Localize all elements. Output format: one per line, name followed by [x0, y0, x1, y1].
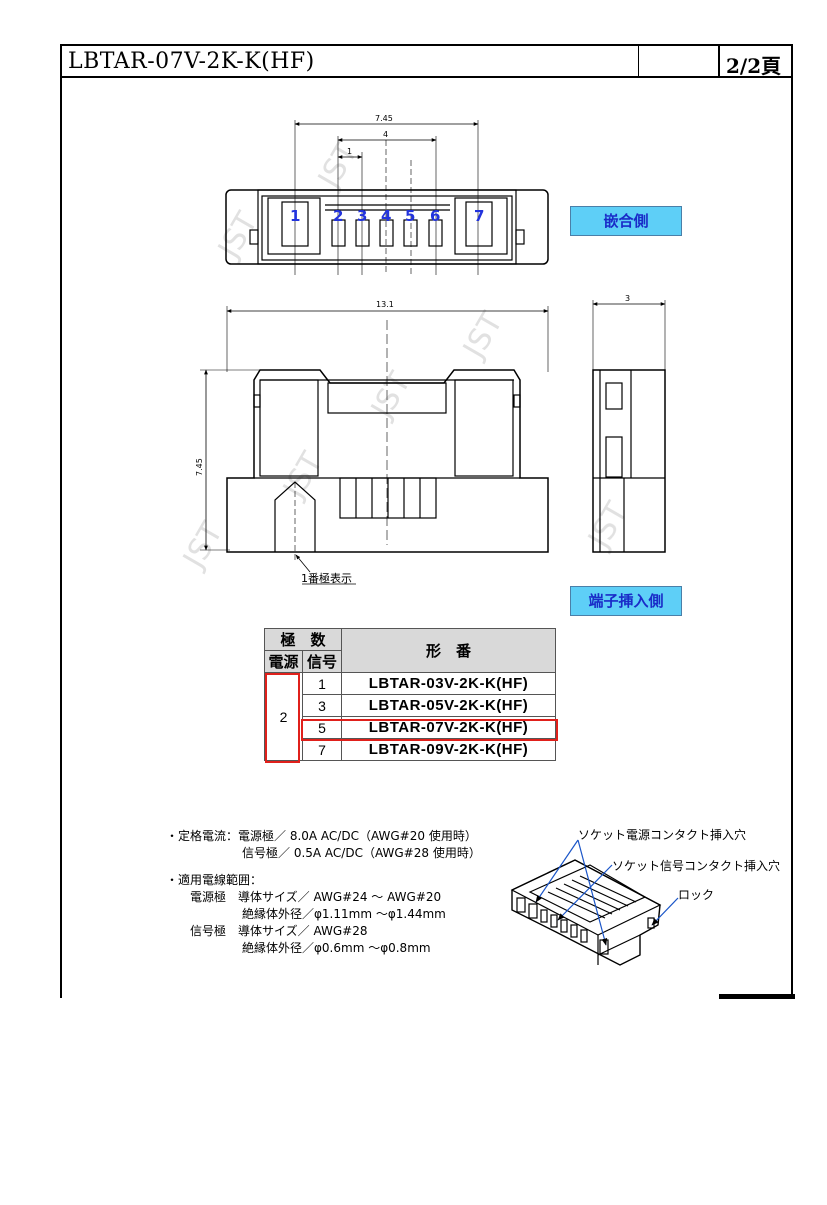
title-block: LBTAR-07V-2K-K(HF) 2/2頁	[60, 44, 793, 78]
power-highlight-box	[265, 673, 300, 763]
rated-current-power: ・定格電流：電源極／ 8.0A AC/DC（AWG#20 使用時）	[166, 829, 477, 843]
power-header: 電源	[264, 650, 303, 673]
table-row: 5 LBTAR-07V-2K-K(HF)	[265, 716, 556, 739]
watermark: JST	[581, 496, 636, 556]
signal-wire-size: 信号極 導体サイズ／ AWG#28	[190, 924, 368, 938]
wire-range-title: ・適用電線範囲：	[166, 873, 263, 887]
pin-number: 3	[357, 207, 367, 225]
signal-count: 7	[302, 738, 342, 761]
signal-count: 3	[302, 694, 342, 717]
dimension-pitch-signal: 4	[383, 130, 388, 139]
page-number: 2/2頁	[726, 54, 782, 78]
dimension-pitch-outer: 7.45	[375, 114, 393, 123]
signal-insulation-diameter: 絶縁体外径／φ0.6mm ～φ0.8mm	[242, 941, 431, 955]
mating-side-label: 嵌合側	[570, 206, 682, 236]
signal-hole-label: ソケット信号コンタクト挿入穴	[612, 859, 781, 873]
pin-number: 7	[474, 207, 484, 225]
lock-label: ロック	[678, 888, 715, 902]
pin1-mark-label: 1番極表示	[301, 571, 352, 585]
pin-number: 5	[405, 207, 415, 225]
pin-number: 6	[430, 207, 440, 225]
dimension-height: 7.45	[195, 458, 204, 476]
table-row: 7 LBTAR-09V-2K-K(HF)	[265, 738, 556, 761]
pin-number: 4	[381, 207, 391, 225]
model-header: 形 番	[341, 628, 556, 673]
dimension-pitch-single: 1	[347, 147, 352, 156]
model-number: LBTAR-09V-2K-K(HF)	[341, 738, 556, 761]
side-view	[592, 300, 666, 553]
model-number: LBTAR-07V-2K-K(HF)	[341, 716, 556, 739]
insertion-side-view	[200, 306, 549, 585]
part-number-table: 極 数 形 番 電源 信号 2 1 LBTAR-03V-2K-K(HF) 3 L…	[264, 628, 556, 761]
mating-side-view	[225, 120, 549, 275]
dimension-width: 13.1	[376, 300, 394, 309]
specification-notes: ・定格電流：電源極／ 8.0A AC/DC（AWG#20 使用時） 信号極／ 0…	[166, 828, 481, 957]
watermark: JST	[456, 306, 511, 366]
power-wire-size: 電源極 導体サイズ／ AWG#24 ～ AWG#20	[190, 890, 442, 904]
title-divider	[638, 46, 639, 76]
power-hole-label: ソケット電源コンタクト挿入穴	[578, 828, 747, 842]
model-number: LBTAR-05V-2K-K(HF)	[341, 694, 556, 717]
model-number: LBTAR-03V-2K-K(HF)	[341, 672, 556, 695]
dimension-depth: 3	[625, 294, 630, 303]
power-insulation-diameter: 絶縁体外径／φ1.11mm ～φ1.44mm	[242, 907, 446, 921]
watermark: JST	[211, 206, 266, 266]
rated-current-signal: 信号極／ 0.5A AC/DC（AWG#28 使用時）	[242, 846, 481, 860]
selected-row-highlight	[301, 719, 558, 741]
technical-drawing: JST JST JST JST JST JST JST	[176, 114, 679, 966]
table-row: 2 1 LBTAR-03V-2K-K(HF)	[264, 672, 556, 761]
isometric-view	[510, 859, 662, 966]
frame-bottom-bar	[719, 994, 795, 999]
signal-header: 信号	[302, 650, 342, 673]
title-divider	[718, 46, 720, 76]
signal-count: 1	[302, 672, 342, 695]
insertion-side-label: 端子挿入側	[570, 586, 682, 616]
poles-header: 極 数	[264, 628, 342, 651]
watermark: JST	[364, 366, 419, 426]
part-title: LBTAR-07V-2K-K(HF)	[68, 49, 315, 74]
watermark: JST	[176, 516, 231, 576]
table-row: 3 LBTAR-05V-2K-K(HF)	[265, 694, 556, 717]
pin-number: 2	[333, 207, 343, 225]
pin-number: 1	[290, 207, 300, 225]
